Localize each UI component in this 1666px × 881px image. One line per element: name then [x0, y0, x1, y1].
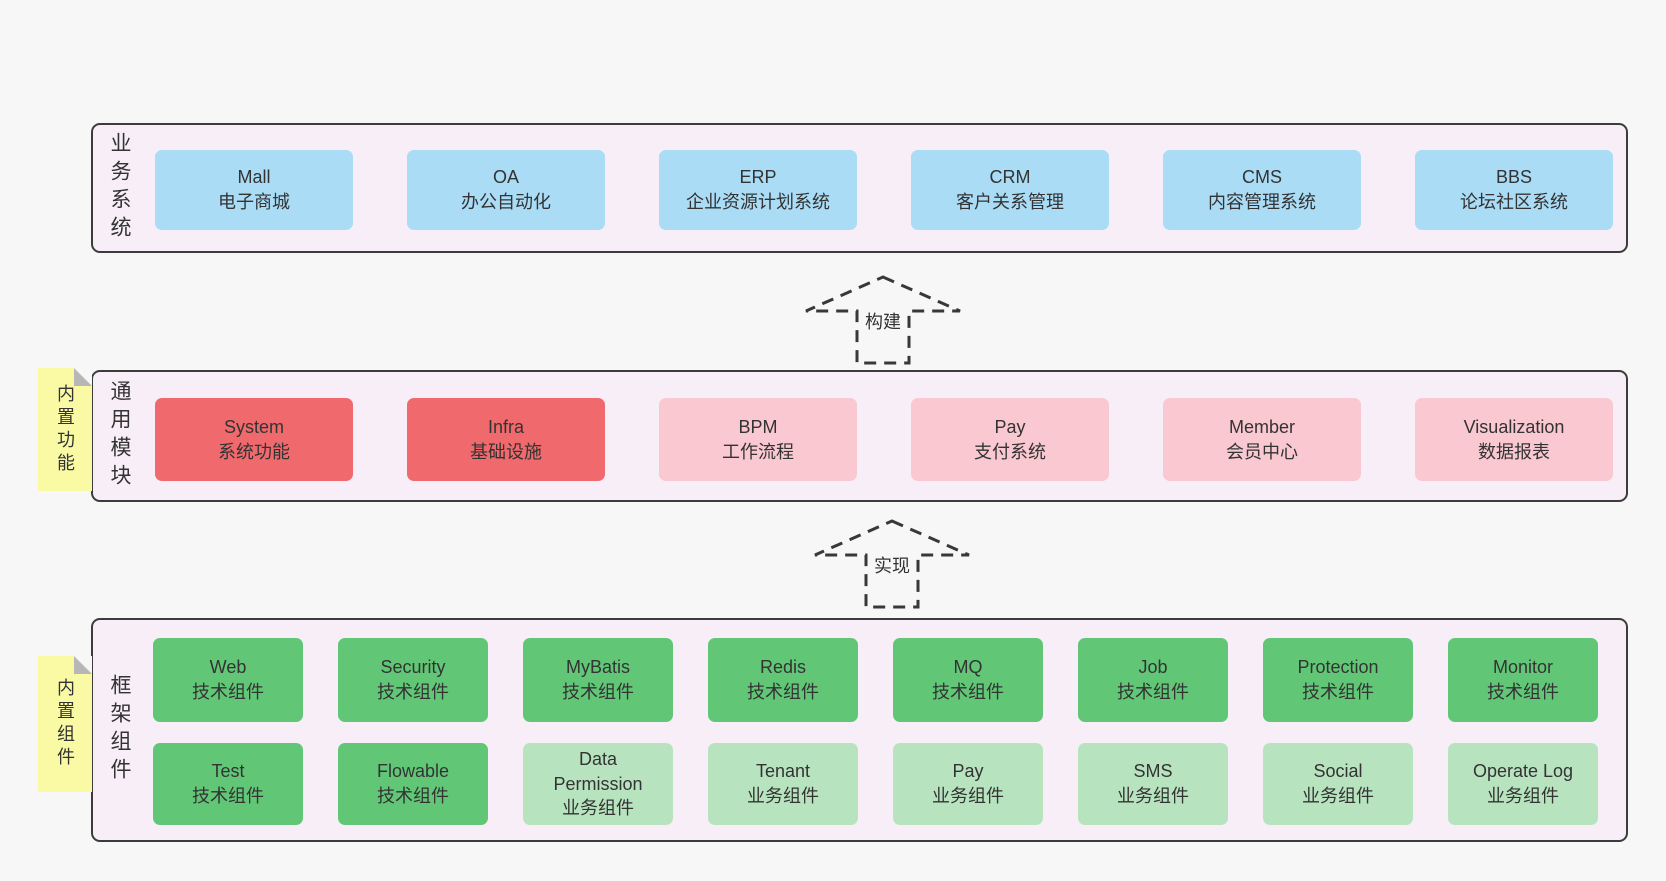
box-title: CMS [1242, 167, 1282, 188]
business-systems-label: 业务系统 [108, 132, 131, 244]
box-title: CRM [989, 167, 1031, 188]
box-title: SMS [1133, 761, 1173, 782]
box-web: Web 技术组件 [153, 638, 303, 722]
box-bbs: BBS 论坛社区系统 [1415, 150, 1613, 230]
build-arrow-label: 构建 [862, 308, 904, 334]
box-data-permission: Data Permission 业务组件 [523, 743, 673, 825]
box-title: Pay [952, 761, 984, 782]
box-pay-system: Pay 支付系统 [911, 398, 1109, 481]
box-crm: CRM 客户关系管理 [911, 150, 1109, 230]
build-arrow: 构建 [803, 274, 963, 366]
box-subtitle: 技术组件 [192, 786, 264, 806]
box-title: MyBatis [565, 657, 630, 678]
box-subtitle: 技术组件 [192, 682, 264, 702]
box-visualization: Visualization 数据报表 [1415, 398, 1613, 481]
box-title: BBS [1495, 167, 1533, 188]
box-subtitle: 业务组件 [562, 798, 634, 819]
box-title: Pay [994, 416, 1026, 437]
box-title: Tenant [755, 761, 811, 782]
box-title: Social [1313, 761, 1363, 782]
box-title: Member [1228, 416, 1295, 437]
box-subtitle: 工作流程 [722, 441, 794, 462]
implement-arrow-label: 实现 [871, 552, 913, 578]
builtin-components-note-text: 内置组件 [55, 678, 75, 770]
box-title: Infra [487, 416, 525, 437]
box-bpm: BPM 工作流程 [659, 398, 857, 481]
box-subtitle: 论坛社区系统 [1460, 192, 1568, 212]
box-pay-component: Pay 业务组件 [893, 743, 1043, 825]
box-title: Test [211, 761, 245, 782]
box-test: Test 技术组件 [153, 743, 303, 825]
box-subtitle: 技术组件 [747, 682, 819, 702]
box-title: Web [209, 657, 247, 678]
box-title: Monitor [1492, 657, 1554, 678]
builtin-components-note: 内置组件 [38, 656, 92, 792]
box-cms: CMS 内容管理系统 [1163, 150, 1361, 230]
box-subtitle: 系统功能 [218, 441, 290, 462]
box-subtitle: 业务组件 [747, 786, 819, 806]
box-title: Redis [759, 657, 807, 678]
box-subtitle: 业务组件 [1117, 786, 1189, 806]
box-title: MQ [953, 657, 983, 678]
common-modules-label: 通用模块 [108, 380, 131, 492]
implement-arrow: 实现 [812, 518, 972, 610]
box-title: Protection [1297, 657, 1379, 678]
box-title: System [223, 416, 284, 437]
framework-components-label: 框架组件 [108, 674, 131, 786]
box-member: Member 会员中心 [1163, 398, 1361, 481]
box-subtitle: 业务组件 [1487, 786, 1559, 806]
box-title: Operate Log [1472, 761, 1574, 782]
box-subtitle: 业务组件 [1302, 786, 1374, 806]
box-subtitle: 内容管理系统 [1208, 192, 1316, 212]
box-subtitle: 企业资源计划系统 [686, 192, 830, 212]
box-tenant: Tenant 业务组件 [708, 743, 858, 825]
box-mall: Mall 电子商城 [155, 150, 353, 230]
box-subtitle: 技术组件 [932, 682, 1004, 702]
box-title: Mall [237, 167, 271, 188]
box-subtitle: 电子商城 [218, 192, 290, 212]
box-subtitle: 技术组件 [377, 786, 449, 806]
box-title: Flowable [376, 761, 450, 782]
box-subtitle: 基础设施 [470, 441, 542, 462]
box-security: Security 技术组件 [338, 638, 488, 722]
box-subtitle: 办公自动化 [461, 192, 551, 212]
box-subtitle: 业务组件 [932, 786, 1004, 806]
box-mq: MQ 技术组件 [893, 638, 1043, 722]
box-title: ERP [739, 167, 777, 188]
box-title: Security [380, 657, 446, 678]
box-redis: Redis 技术组件 [708, 638, 858, 722]
box-title: Data Permission [553, 748, 643, 794]
box-title: OA [492, 167, 519, 188]
box-subtitle: 技术组件 [1117, 682, 1189, 702]
box-flowable: Flowable 技术组件 [338, 743, 488, 825]
box-subtitle: 技术组件 [377, 682, 449, 702]
box-subtitle: 支付系统 [974, 441, 1046, 462]
box-subtitle: 技术组件 [1302, 682, 1374, 702]
builtin-features-note: 内置功能 [38, 368, 92, 491]
builtin-features-note-text: 内置功能 [55, 383, 75, 476]
box-subtitle: 技术组件 [562, 682, 634, 702]
box-erp: ERP 企业资源计划系统 [659, 150, 857, 230]
box-subtitle: 数据报表 [1478, 441, 1550, 462]
box-monitor: Monitor 技术组件 [1448, 638, 1598, 722]
box-title: Visualization [1463, 416, 1565, 437]
box-sms: SMS 业务组件 [1078, 743, 1228, 825]
box-protection: Protection 技术组件 [1263, 638, 1413, 722]
box-oa: OA 办公自动化 [407, 150, 605, 230]
box-infra: Infra 基础设施 [407, 398, 605, 481]
box-mybatis: MyBatis 技术组件 [523, 638, 673, 722]
box-title: Job [1138, 657, 1168, 678]
box-subtitle: 会员中心 [1226, 441, 1298, 462]
box-social: Social 业务组件 [1263, 743, 1413, 825]
box-subtitle: 客户关系管理 [956, 192, 1064, 212]
box-subtitle: 技术组件 [1487, 682, 1559, 702]
box-title: BPM [738, 416, 778, 437]
box-operate-log: Operate Log 业务组件 [1448, 743, 1598, 825]
box-job: Job 技术组件 [1078, 638, 1228, 722]
box-system: System 系统功能 [155, 398, 353, 481]
